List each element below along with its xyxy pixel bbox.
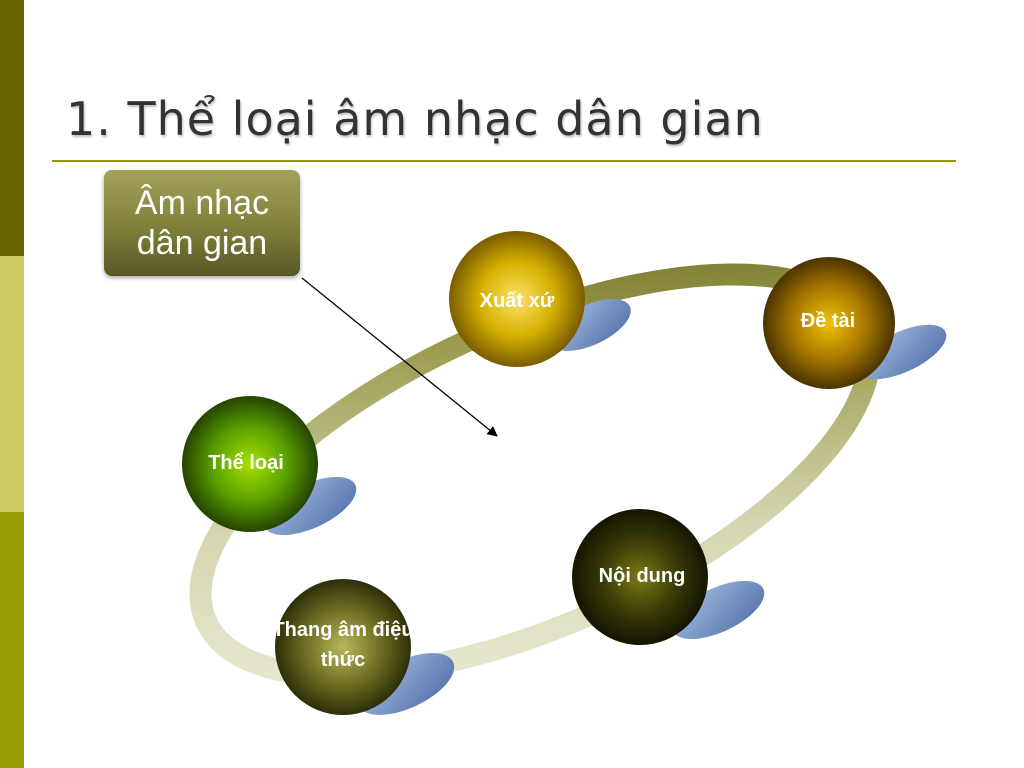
node-xuat-xu xyxy=(449,231,585,367)
node-label-thang-am: Thang âm điệu thức xyxy=(272,619,414,671)
slide-title: 1. Thể loại âm nhạc dân gian xyxy=(66,92,764,146)
callout-connector-arrow xyxy=(301,277,498,437)
sidebar-accent-bar xyxy=(0,0,24,768)
node-thang-am xyxy=(275,579,411,715)
callout-text: Âm nhạc dân gian xyxy=(134,184,270,262)
node-de-tai xyxy=(763,257,895,389)
node-shadow-de-tai xyxy=(857,324,947,380)
sidebar-segment-bottom xyxy=(0,512,24,768)
sidebar-segment-middle xyxy=(0,256,24,512)
callout-box: Âm nhạc dân gian xyxy=(104,170,300,276)
node-label-the-loai: Thể loại xyxy=(208,452,284,474)
node-label-noi-dung: Nội dung xyxy=(598,565,686,587)
title-underline xyxy=(52,160,956,162)
node-label-xuat-xu: Xuất xứ xyxy=(479,290,555,312)
node-noi-dung xyxy=(572,509,708,645)
node-label-de-tai: Đề tài xyxy=(800,310,856,332)
sidebar-segment-top xyxy=(0,0,24,256)
node-the-loai xyxy=(182,396,318,532)
node-shadow-noi-dung xyxy=(671,580,765,640)
